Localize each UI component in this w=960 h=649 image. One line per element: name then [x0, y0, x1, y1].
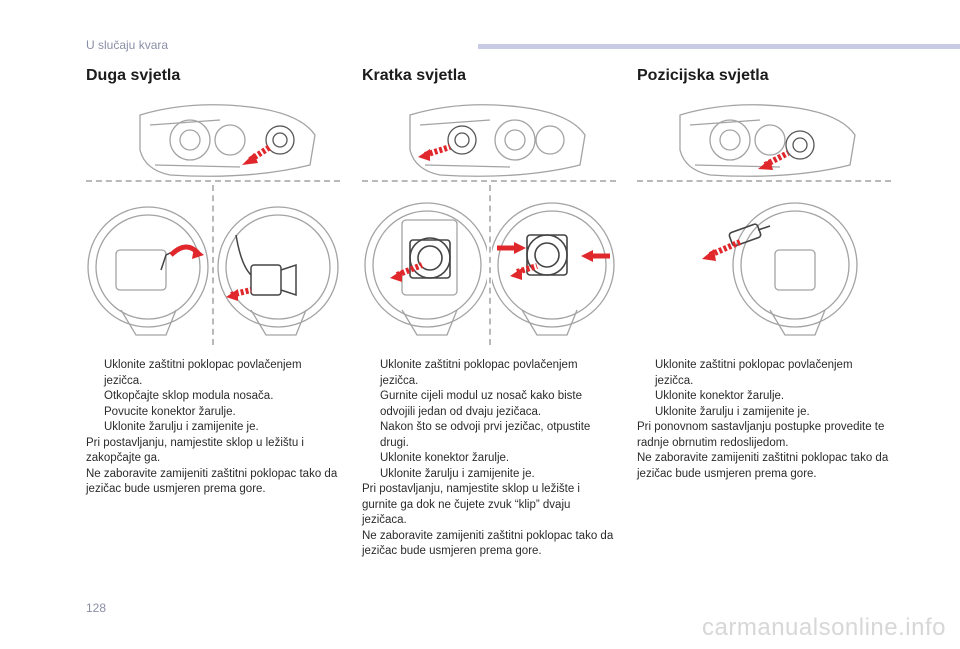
- separator-dashed: [86, 180, 340, 182]
- instruction-item: Nakon što se odvoji prvi jezičac, otpust…: [380, 421, 591, 449]
- header-accent-bar: [478, 44, 960, 49]
- note-paragraph: Ne zaboravite zamijeniti zaštitni poklop…: [362, 529, 614, 558]
- section-title: Duga svjetla: [86, 67, 181, 84]
- page-number: 128: [86, 601, 107, 615]
- bulb-holder-detail-illustration-2: [217, 206, 339, 336]
- section-title: Pozicijska svjetla: [637, 67, 769, 84]
- section-title: Kratka svjetla: [362, 67, 467, 84]
- instruction-item: Uklonite zaštitni poklopac povlačenjem j…: [380, 359, 578, 387]
- instruction-item: Gurnite cijeli modul uz nosač kako biste…: [380, 390, 582, 418]
- note-paragraph: Ne zaboravite zamijeniti zaštitni poklop…: [637, 452, 889, 480]
- instruction-item: Uklonite konektor žarulje.: [380, 452, 510, 464]
- running-header: U slučaju kvara: [86, 38, 169, 52]
- instruction-item: Uklonite žarulju i zamijenite je.: [655, 405, 810, 418]
- instruction-item: Uklonite zaštitni poklopac povlačenjem j…: [104, 359, 302, 387]
- watermark-text: carmanualsonline.info: [702, 614, 946, 641]
- separator-dashed: [362, 180, 616, 182]
- note-paragraph: Pri postavljanju, namjestite sklop u lež…: [362, 483, 580, 526]
- note-paragraph: Pri ponovnom sastavljanju postupke prove…: [637, 421, 885, 449]
- note-paragraph: Ne zaboravite zamijeniti zaštitni poklop…: [86, 467, 338, 496]
- instruction-item: Uklonite žarulju i zamijenite je.: [380, 467, 535, 480]
- instruction-item: Uklonite žarulju i zamijenite je.: [104, 421, 259, 433]
- bulb-holder-detail-illustration: [702, 202, 858, 336]
- instruction-item: Povucite konektor žarulje.: [104, 405, 236, 418]
- bulb-holder-detail-illustration-2: [492, 202, 615, 336]
- instructions-block: Uklonite zaštitni poklopac povlačenjem j…: [362, 358, 618, 560]
- instruction-item: Uklonite zaštitni poklopac povlačenjem j…: [655, 359, 853, 387]
- headlamp-overview-illustration: [139, 104, 316, 177]
- bulb-holder-detail-illustration-1: [364, 202, 487, 336]
- separator-vertical: [212, 185, 214, 345]
- headlamp-overview-illustration: [679, 104, 856, 177]
- note-paragraph: Pri postavljanju, namjestite sklop u lež…: [86, 436, 304, 465]
- instructions-block: Uklonite zaštitni poklopac povlačenjem j…: [637, 358, 893, 482]
- instruction-item: Otkopčajte sklop modula nosača.: [104, 390, 274, 402]
- bulb-holder-detail-illustration-1: [87, 206, 209, 336]
- headlamp-overview-illustration: [409, 104, 586, 177]
- separator-dashed: [637, 180, 891, 182]
- instructions-block: Uklonite zaštitni poklopac povlačenjem j…: [86, 358, 342, 498]
- separator-vertical: [489, 185, 491, 345]
- instruction-item: Uklonite konektor žarulje.: [655, 390, 785, 402]
